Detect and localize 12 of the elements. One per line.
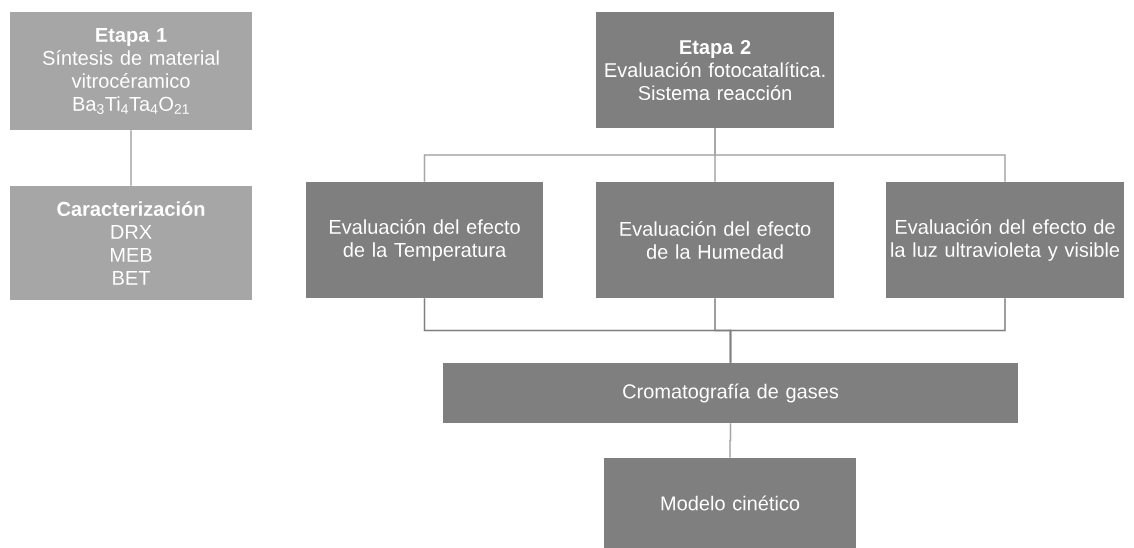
process-box: Evaluación del efecto de la Temperatura [306,182,543,298]
process-box: Evaluación del efecto de la Humedad [596,182,834,298]
process-box: Caracterización DRX MEB BET [10,186,252,300]
process-box: Cromatografía de gases [443,363,1018,423]
connector-line [729,422,732,459]
connector-line [729,297,1006,364]
process-box: Modelo cinético [604,458,856,548]
process-box: Etapa 1 Síntesis de material vitrocéramico Ba$_{3}$Ti$_{4}$Ta$_{4}$O$_{21}$ [10,12,252,130]
process-box: Etapa 2 Evaluación fotocatalítica. Sistema reacción [596,12,834,128]
connector-line [130,129,132,187]
process-box: Evaluación del efecto de la luz ultravioleta y visible [886,182,1124,298]
connector-line [714,127,1006,183]
